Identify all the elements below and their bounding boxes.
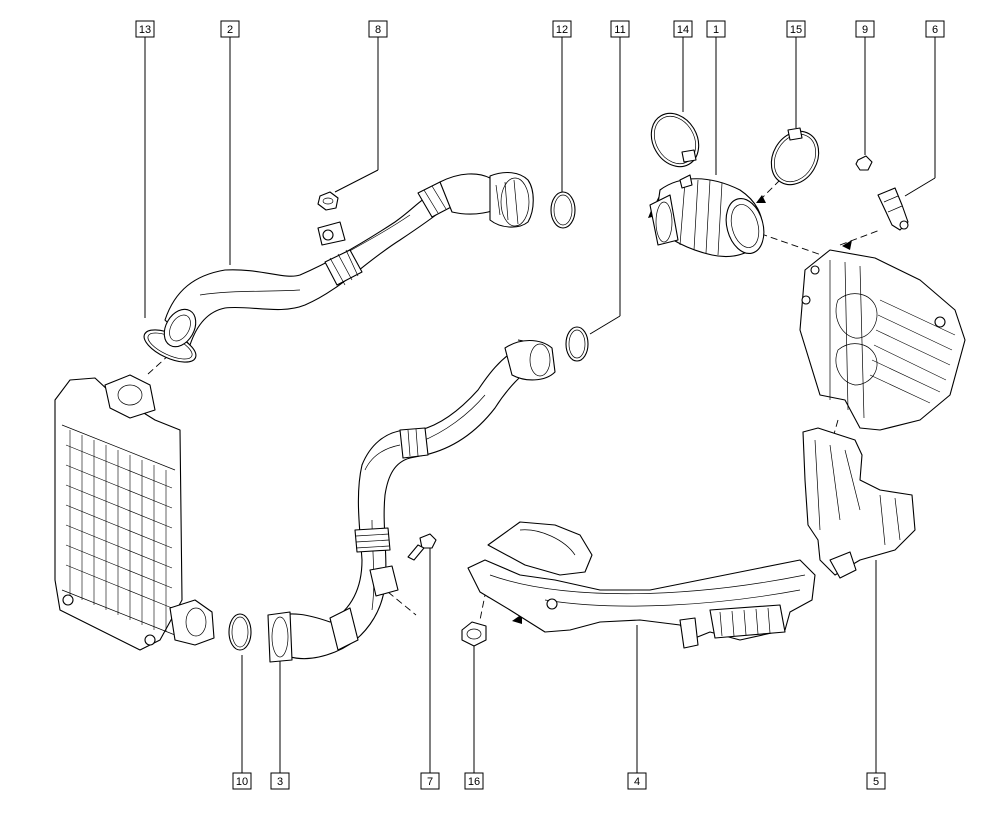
air-filter-housing-icon — [799, 249, 966, 431]
o-ring-icon — [565, 326, 589, 362]
clip-fastener-icon — [461, 621, 487, 647]
callout-label: 13 — [139, 24, 151, 36]
o-ring-icon — [550, 191, 576, 229]
callout-label: 9 — [862, 24, 868, 36]
callout-3: 3 — [270, 772, 290, 790]
air-intake-duct-icon — [467, 521, 816, 649]
callout-11: 11 — [610, 20, 630, 38]
turbo-inlet-hose-icon — [649, 174, 765, 258]
callout-label: 2 — [227, 24, 233, 36]
callout-label: 16 — [468, 776, 480, 788]
callout-label: 15 — [790, 24, 802, 36]
bolt-icon — [855, 155, 873, 171]
callout-1: 1 — [706, 20, 726, 38]
callout-label: 7 — [427, 776, 433, 788]
callout-label: 5 — [873, 776, 879, 788]
bolt-icon — [407, 533, 437, 561]
callout-10: 10 — [232, 772, 252, 790]
callout-label: 14 — [677, 24, 689, 36]
hose-clamp-icon — [770, 127, 820, 186]
callout-label: 10 — [236, 776, 248, 788]
callout-6: 6 — [925, 20, 945, 38]
callout-label: 12 — [556, 24, 568, 36]
callout-14: 14 — [673, 20, 693, 38]
callout-label: 6 — [932, 24, 938, 36]
callout-7: 7 — [420, 772, 440, 790]
callout-2: 2 — [220, 20, 240, 38]
callout-8: 8 — [368, 20, 388, 38]
nut-icon — [317, 191, 339, 211]
callout-12: 12 — [552, 20, 572, 38]
air-inlet-scoop-icon — [802, 427, 916, 579]
intercooler-icon — [54, 374, 215, 651]
sensor-icon — [877, 187, 909, 231]
callout-label: 8 — [375, 24, 381, 36]
callout-16: 16 — [464, 772, 484, 790]
leader-lines — [144, 37, 936, 773]
callout-13: 13 — [135, 20, 155, 38]
hose-clamp-icon — [650, 112, 700, 168]
callout-label: 3 — [277, 776, 283, 788]
callout-5: 5 — [866, 772, 886, 790]
callout-label: 4 — [634, 776, 640, 788]
callout-label: 1 — [713, 24, 719, 36]
callout-4: 4 — [627, 772, 647, 790]
lower-intercooler-hose-icon — [267, 339, 556, 663]
callout-9: 9 — [855, 20, 875, 38]
callout-label: 11 — [614, 24, 625, 36]
upper-intercooler-pipe-icon — [163, 171, 534, 348]
callout-15: 15 — [786, 20, 806, 38]
o-ring-icon — [228, 613, 252, 651]
